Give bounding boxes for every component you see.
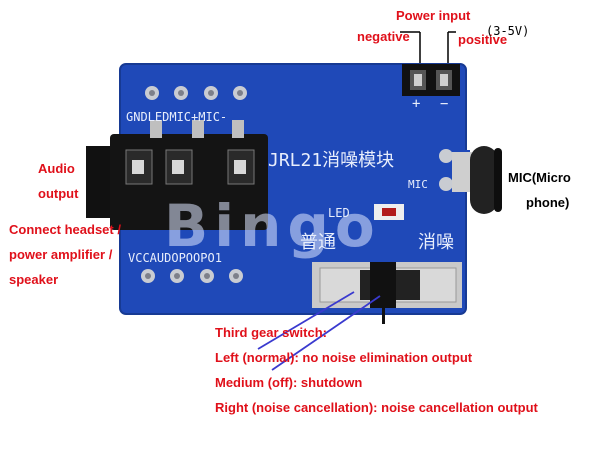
switch-medium-desc: Medium (off): shutdown bbox=[215, 375, 363, 390]
mic-label-line1: MIC(Micro bbox=[508, 170, 571, 185]
connect-label-line2: power amplifier / bbox=[9, 247, 113, 262]
slide-switch bbox=[312, 262, 462, 324]
voltage-label: (3-5V) bbox=[486, 24, 530, 38]
audio-jack bbox=[86, 120, 268, 230]
watermark: Bingo bbox=[164, 192, 381, 260]
audio-label-line2: output bbox=[38, 186, 79, 201]
power-header bbox=[402, 64, 460, 96]
mode-normal-label: 普通 bbox=[300, 232, 336, 253]
microphone bbox=[430, 146, 502, 214]
minus-sign: − bbox=[440, 96, 449, 112]
pcb bbox=[120, 64, 466, 314]
mode-noise-label: 消噪 bbox=[418, 232, 454, 253]
module-name: JRL21消噪模块 bbox=[268, 150, 395, 171]
led bbox=[374, 204, 404, 220]
mic-silk-label: MIC bbox=[408, 178, 428, 191]
positive-label: positive bbox=[458, 32, 508, 47]
switch-left-desc: Left (normal): no noise elimination outp… bbox=[215, 350, 473, 365]
header-pads bbox=[145, 86, 247, 100]
plus-sign: + bbox=[412, 96, 421, 112]
switch-pointer-left bbox=[257, 291, 355, 350]
bottom-pin-label: VCCAUDOPOOPO1 bbox=[128, 251, 222, 265]
mic-label-line2: phone) bbox=[526, 195, 570, 210]
power-input-label: Power input bbox=[396, 8, 471, 23]
switch-pointer-center bbox=[271, 295, 381, 371]
negative-label: negative bbox=[357, 29, 410, 44]
connect-label-line1: Connect headset / bbox=[9, 222, 121, 237]
led-label: LED bbox=[328, 206, 350, 220]
switch-right-desc: Right (noise cancellation): noise cancel… bbox=[215, 400, 538, 415]
audio-label-line1: Audio bbox=[38, 161, 75, 176]
header-pin-label: GNDLEDMIC+MIC- bbox=[126, 110, 228, 124]
connect-label-line3: speaker bbox=[9, 272, 59, 287]
bottom-pads bbox=[141, 269, 243, 283]
switch-title: Third gear switch: bbox=[215, 325, 327, 340]
